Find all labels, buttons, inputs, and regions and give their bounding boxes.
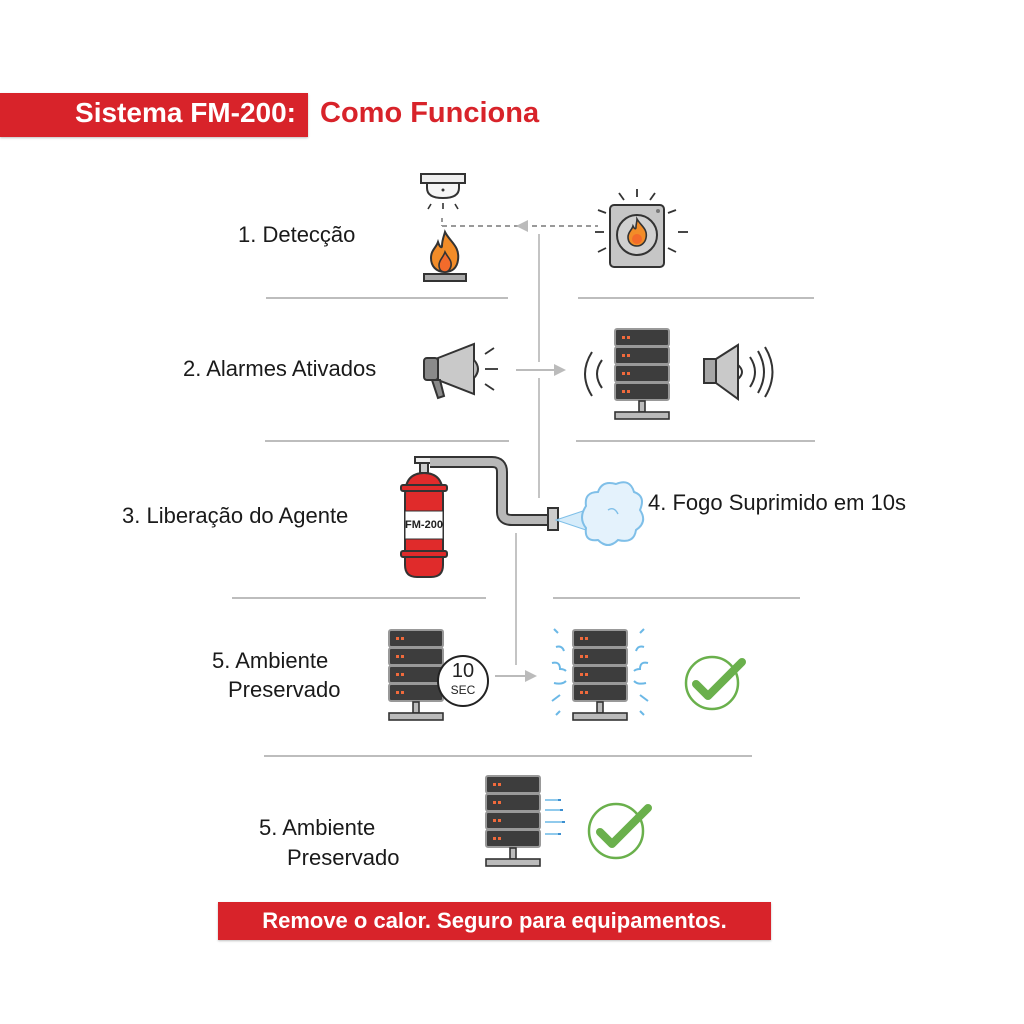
timer-value: 10 — [451, 660, 475, 682]
header-banner: Sistema FM-200: — [0, 93, 308, 137]
step-5-label-line2: Preservado — [228, 677, 341, 702]
check-circle-icon — [587, 802, 652, 860]
step-1-label: 1. Detecção — [238, 222, 356, 247]
timer-unit: SEC — [450, 683, 476, 697]
pipe-icon — [430, 456, 559, 531]
server-rack-icon — [485, 775, 541, 867]
timer-icon — [437, 655, 489, 707]
preserve-flow-arrow — [495, 670, 537, 682]
step-2-label: 2. Alarmes Ativados — [183, 356, 377, 381]
megaphone-icon — [423, 342, 498, 400]
row-divider — [576, 440, 815, 442]
row-divider — [578, 297, 814, 299]
fire-alarm-panel-icon — [595, 189, 688, 268]
row-divider — [266, 297, 508, 299]
step-5b-label-line1: 5. Ambiente — [259, 815, 376, 840]
row-divider — [553, 597, 800, 599]
step-3-label: 3. Liberação do Agente — [122, 503, 349, 528]
server-rack-icon — [614, 328, 670, 420]
smoke-detector-icon — [420, 173, 466, 210]
airflow-icon — [545, 799, 565, 835]
speaker-icon — [703, 343, 774, 401]
check-circle-icon — [684, 655, 746, 711]
footer-text: Remove o calor. Seguro para equipamentos… — [262, 908, 727, 933]
header-title-part2: Como Funciona — [320, 97, 540, 129]
row-divider — [265, 440, 509, 442]
step-5-label-line1: 5. Ambiente — [212, 648, 329, 673]
cooled-server-icon — [551, 628, 649, 721]
alarm-flow-arrow — [516, 364, 566, 376]
fm200-cylinder-icon — [400, 456, 448, 578]
flow-connector-line — [538, 378, 540, 498]
header-title-part1: Sistema FM-200: — [75, 97, 296, 128]
detection-signal-arrow — [441, 218, 598, 232]
row-divider — [264, 755, 752, 757]
row-divider — [232, 597, 486, 599]
step-4-label: 4. Fogo Suprimido em 10s — [648, 490, 907, 515]
gas-cloud-icon — [554, 481, 645, 546]
cylinder-label: FM-200 — [405, 519, 443, 531]
flow-connector-line — [515, 533, 517, 665]
flow-connector-line — [538, 234, 540, 362]
server-rack-icon — [388, 629, 444, 721]
sound-waves-left-icon — [584, 351, 603, 397]
fire-icon — [423, 229, 467, 282]
step-5b-label-line2: Preservado — [287, 845, 400, 870]
footer-banner: Remove o calor. Seguro para equipamentos… — [218, 902, 771, 940]
